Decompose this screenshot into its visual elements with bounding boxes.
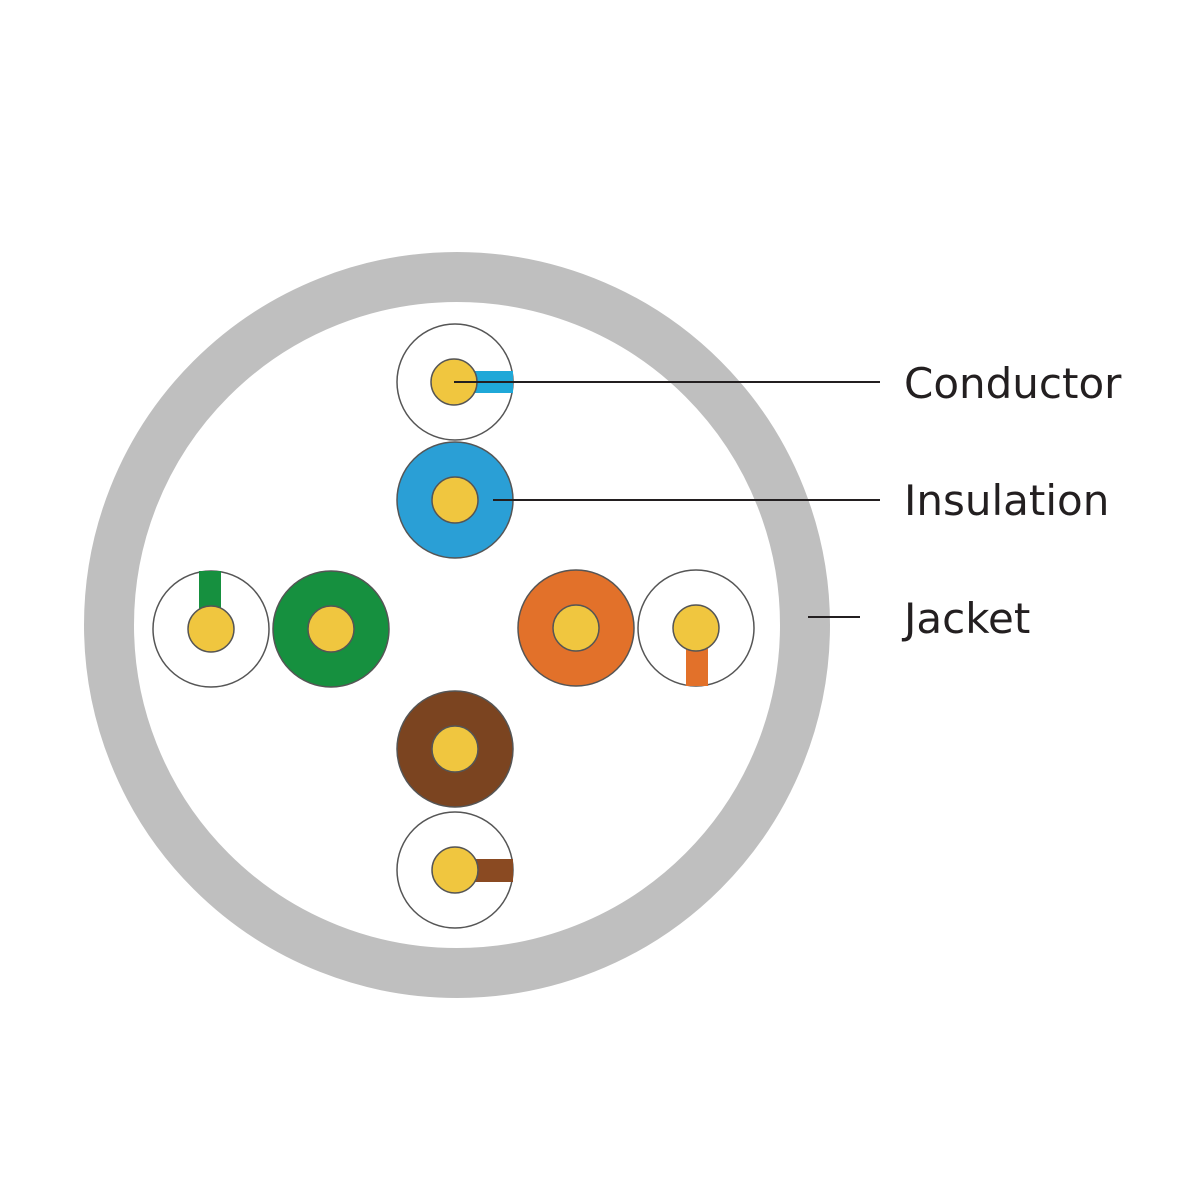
brown-solid-wire	[396, 690, 514, 808]
brown-stripe	[470, 859, 513, 882]
green-striped-conductor	[187, 605, 235, 653]
green-stripe	[199, 571, 221, 616]
blue-solid-conductor	[431, 476, 479, 524]
green-solid-conductor	[307, 605, 355, 653]
orange-solid-conductor	[552, 604, 600, 652]
orange-solid-wire	[517, 569, 635, 687]
brown-striped-conductor	[431, 846, 479, 894]
green-solid-wire	[272, 570, 390, 688]
green-pair	[152, 570, 390, 688]
insulation-label: Insulation	[904, 476, 1109, 525]
jacket-label: Jacket	[901, 594, 1030, 643]
green-striped-wire	[152, 570, 270, 688]
orange-striped-wire	[637, 569, 755, 687]
blue-pair	[396, 323, 514, 559]
conductor-label: Conductor	[904, 359, 1122, 408]
cable-jacket	[84, 252, 830, 998]
orange-pair	[517, 569, 755, 687]
brown-pair	[396, 690, 514, 929]
orange-striped-conductor	[672, 604, 720, 652]
brown-striped-wire	[396, 811, 514, 929]
orange-stripe	[686, 640, 708, 686]
brown-solid-conductor	[431, 725, 479, 773]
